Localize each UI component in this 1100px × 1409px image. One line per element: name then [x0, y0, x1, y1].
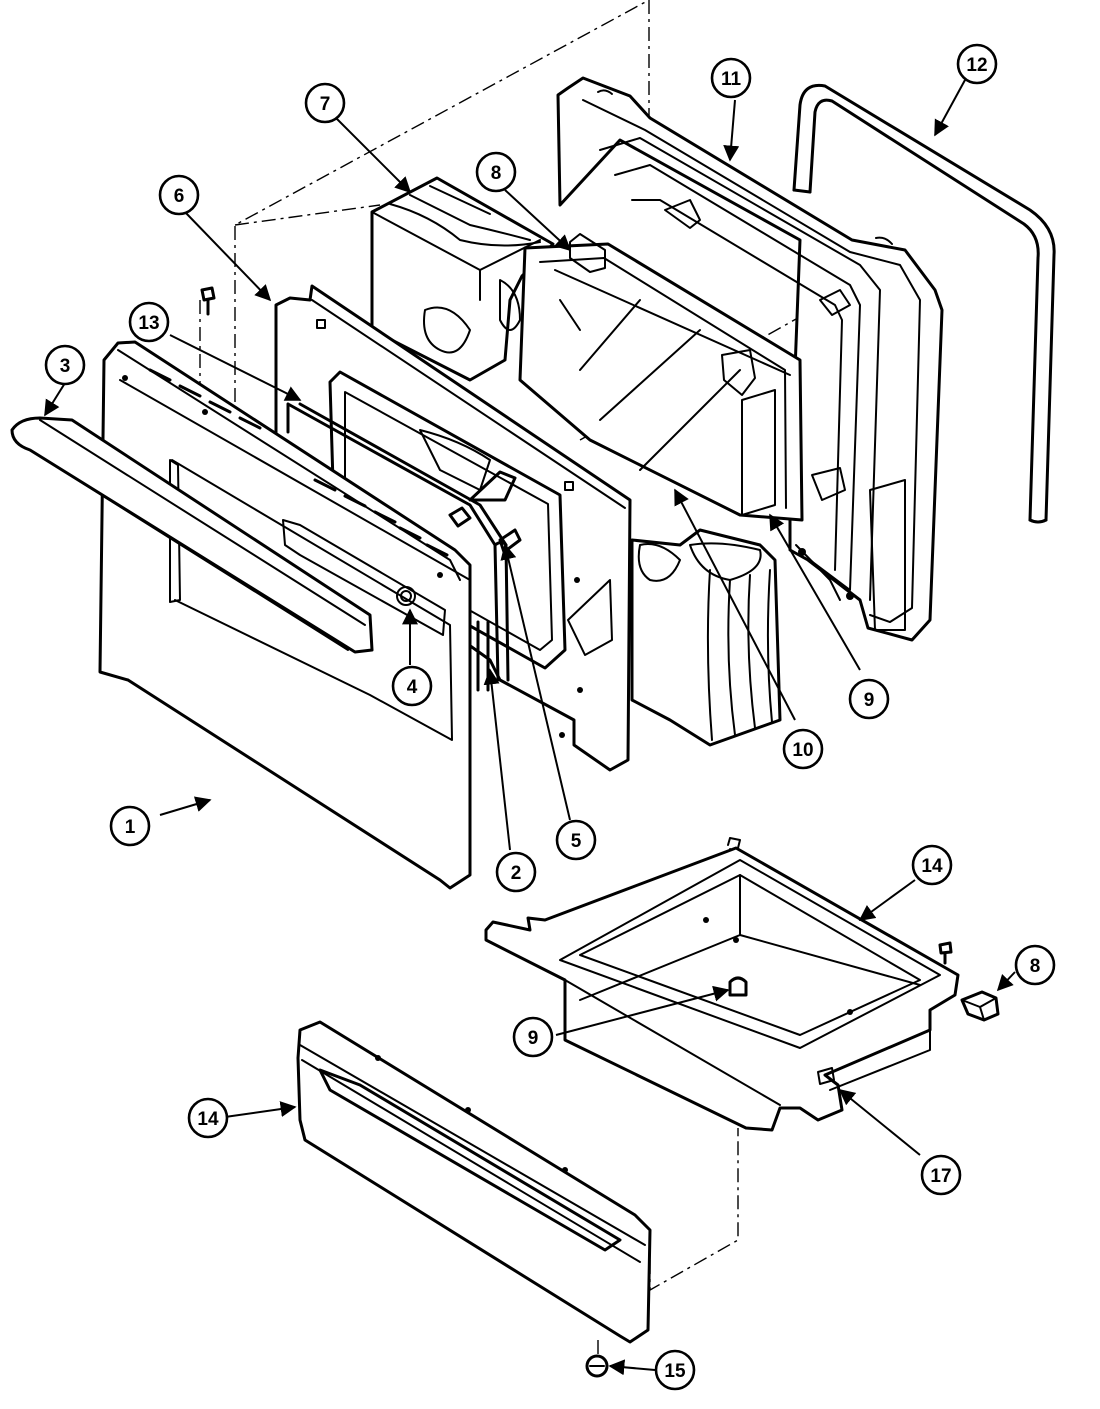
inner-door-liner [556, 76, 944, 642]
callout-label: 15 [664, 1361, 686, 1382]
callout-11: 11 [710, 57, 752, 99]
callout-13: 13 [128, 301, 170, 343]
callout-label: 10 [792, 740, 813, 761]
callout-label: 9 [864, 690, 875, 711]
leveler-foot [585, 1354, 609, 1378]
callout-8-top: 8 [475, 151, 517, 193]
hinge-parts [286, 402, 522, 692]
callout-label: 14 [197, 1109, 219, 1130]
callout-label: 11 [721, 69, 742, 90]
callout-9-top: 9 [848, 678, 890, 720]
callout-3: 3 [44, 344, 86, 386]
screws [200, 286, 953, 965]
insulation-upper [370, 176, 555, 382]
callout-label: 17 [930, 1166, 951, 1187]
callout-label: 14 [921, 856, 943, 877]
callout-14-front: 14 [187, 1097, 229, 1139]
callout-14-drawer: 14 [911, 844, 953, 886]
glass-pack [518, 233, 804, 522]
callout-12: 12 [956, 43, 998, 85]
callout-label: 5 [571, 831, 582, 852]
leader-lines [44, 79, 1016, 1376]
insulation-lower [630, 528, 782, 747]
callout-label: 1 [125, 817, 136, 838]
callout-label: 7 [320, 94, 331, 115]
door-gasket [792, 83, 1056, 524]
callout-15: 15 [654, 1349, 696, 1391]
outer-door-panel [98, 340, 472, 890]
callout-label: 3 [60, 356, 71, 377]
callout-6: 6 [158, 174, 200, 216]
door-handle [10, 416, 374, 654]
callout-9-drawer: 9 [512, 1016, 554, 1058]
callout-10: 10 [782, 728, 824, 770]
callout-label: 12 [966, 55, 987, 76]
callout-label: 4 [407, 677, 418, 698]
callout-8-right: 8 [1014, 944, 1056, 986]
callout-label: 6 [174, 186, 185, 207]
drawer-body [484, 837, 960, 1132]
callout-label: 2 [511, 863, 522, 884]
callout-label: 8 [1030, 956, 1041, 977]
drawer-clip [960, 990, 1000, 1022]
callout-5: 5 [555, 819, 597, 861]
callout-label: 9 [528, 1028, 539, 1049]
drawer-front-panel [296, 1020, 652, 1344]
callout-7: 7 [304, 82, 346, 124]
callout-4: 4 [391, 665, 433, 707]
callout-label: 13 [138, 313, 159, 334]
callout-1: 1 [109, 805, 151, 847]
drawer-plug [728, 976, 748, 997]
callout-2: 2 [495, 851, 537, 893]
callout-17: 17 [920, 1154, 962, 1196]
callout-label: 8 [491, 163, 502, 184]
